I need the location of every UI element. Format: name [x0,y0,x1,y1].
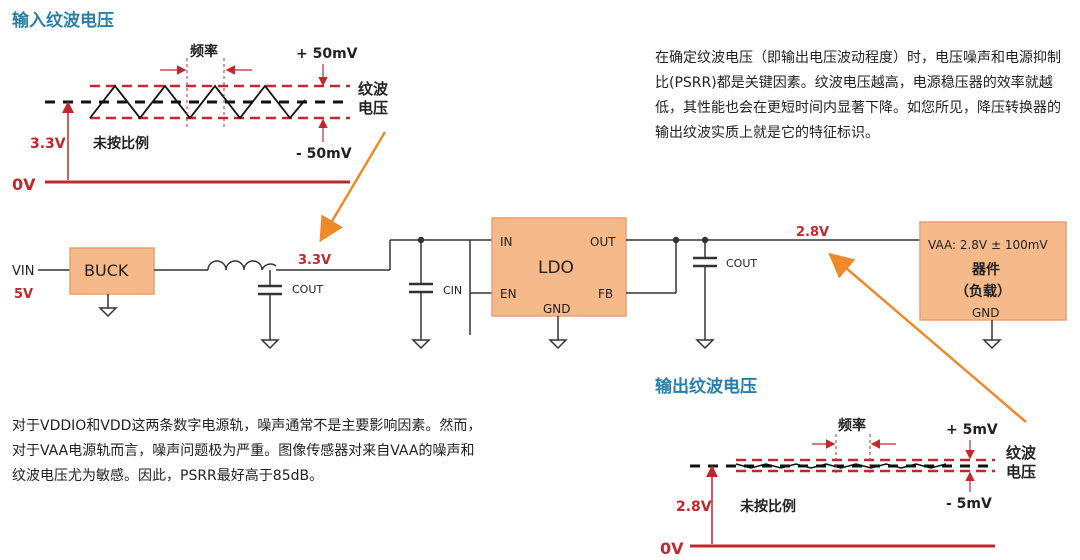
input-ripple-label-2: 电压 [358,99,388,117]
load-block [919,221,1067,321]
output-triangle-wave [735,463,947,469]
input-dc-label: 3.3V [30,136,66,152]
output-minus-label: - 5mV [946,496,992,512]
cin-label: CIN [443,284,462,297]
input-freq-label: 频率 [190,43,218,60]
input-triangle-wave [89,84,306,120]
load-name: 器件 [971,261,1000,278]
ldo-label: LDO [538,258,574,278]
buck-block [69,247,155,295]
ldo-block [491,217,627,317]
input-ripple-waveform: 频率 + 50mV - 50mV 纹波 电压 3.3V 未按比例 0V [12,43,389,194]
output-ripple-label-2: 电压 [1006,463,1036,481]
load-sub: （负载） [955,283,1011,300]
input-minus-label: - 50mV [296,146,352,162]
output-plus-label: + 5mV [946,422,998,438]
ldo-en-pin: EN [500,287,517,301]
input-scale-note: 未按比例 [93,135,149,152]
input-ripple-label-1: 纹波 [358,80,389,98]
input-ripple-title: 输入纹波电压 [12,11,114,31]
output-ripple-waveform: 频率 + 5mV - 5mV 纹波 电压 2.8V 未按比例 0V [660,417,1037,558]
input-zero-label: 0V [12,175,36,194]
output-ripple-title: 输出纹波电压 [655,377,757,397]
input-plus-label: + 50mV [296,46,358,62]
ldo-out-pin: OUT [590,235,616,249]
ldo-fb-pin: FB [598,287,613,301]
ldo-gnd-pin: GND [543,302,571,316]
output-ripple-pointer-arrow [828,252,1027,423]
load-gnd-pin: GND [972,306,1000,320]
output-freq-label: 频率 [838,417,866,434]
node1-voltage: 3.3V [298,253,331,268]
inductor [207,260,277,271]
load-spec: VAA: 2.8V ± 100mV [928,238,1048,252]
cout1-label: COUT [292,283,323,296]
cout2-label: COUT [726,257,757,270]
output-ripple-label-1: 纹波 [1006,444,1037,462]
description-top-right: 在确定纹波电压（即输出电压波动程度）时，电压噪声和电源抑制比(PSRR)都是关键… [655,50,1061,141]
node2-voltage: 2.8V [796,225,829,240]
description-bottom-left: 对于VDDIO和VDD这两条数字电源轨，噪声通常不是主要影响因素。然而，对于VA… [12,418,482,484]
output-dc-label: 2.8V [676,499,712,515]
vin-value: 5V [14,287,33,302]
ldo-in-pin: IN [500,235,513,249]
output-zero-label: 0V [660,539,684,558]
vin-label: VIN [12,264,34,279]
circuit-schematic [38,217,1067,350]
output-scale-note: 未按比例 [740,498,796,515]
input-ripple-pointer-arrow [319,131,387,243]
buck-label: BUCK [84,261,129,280]
